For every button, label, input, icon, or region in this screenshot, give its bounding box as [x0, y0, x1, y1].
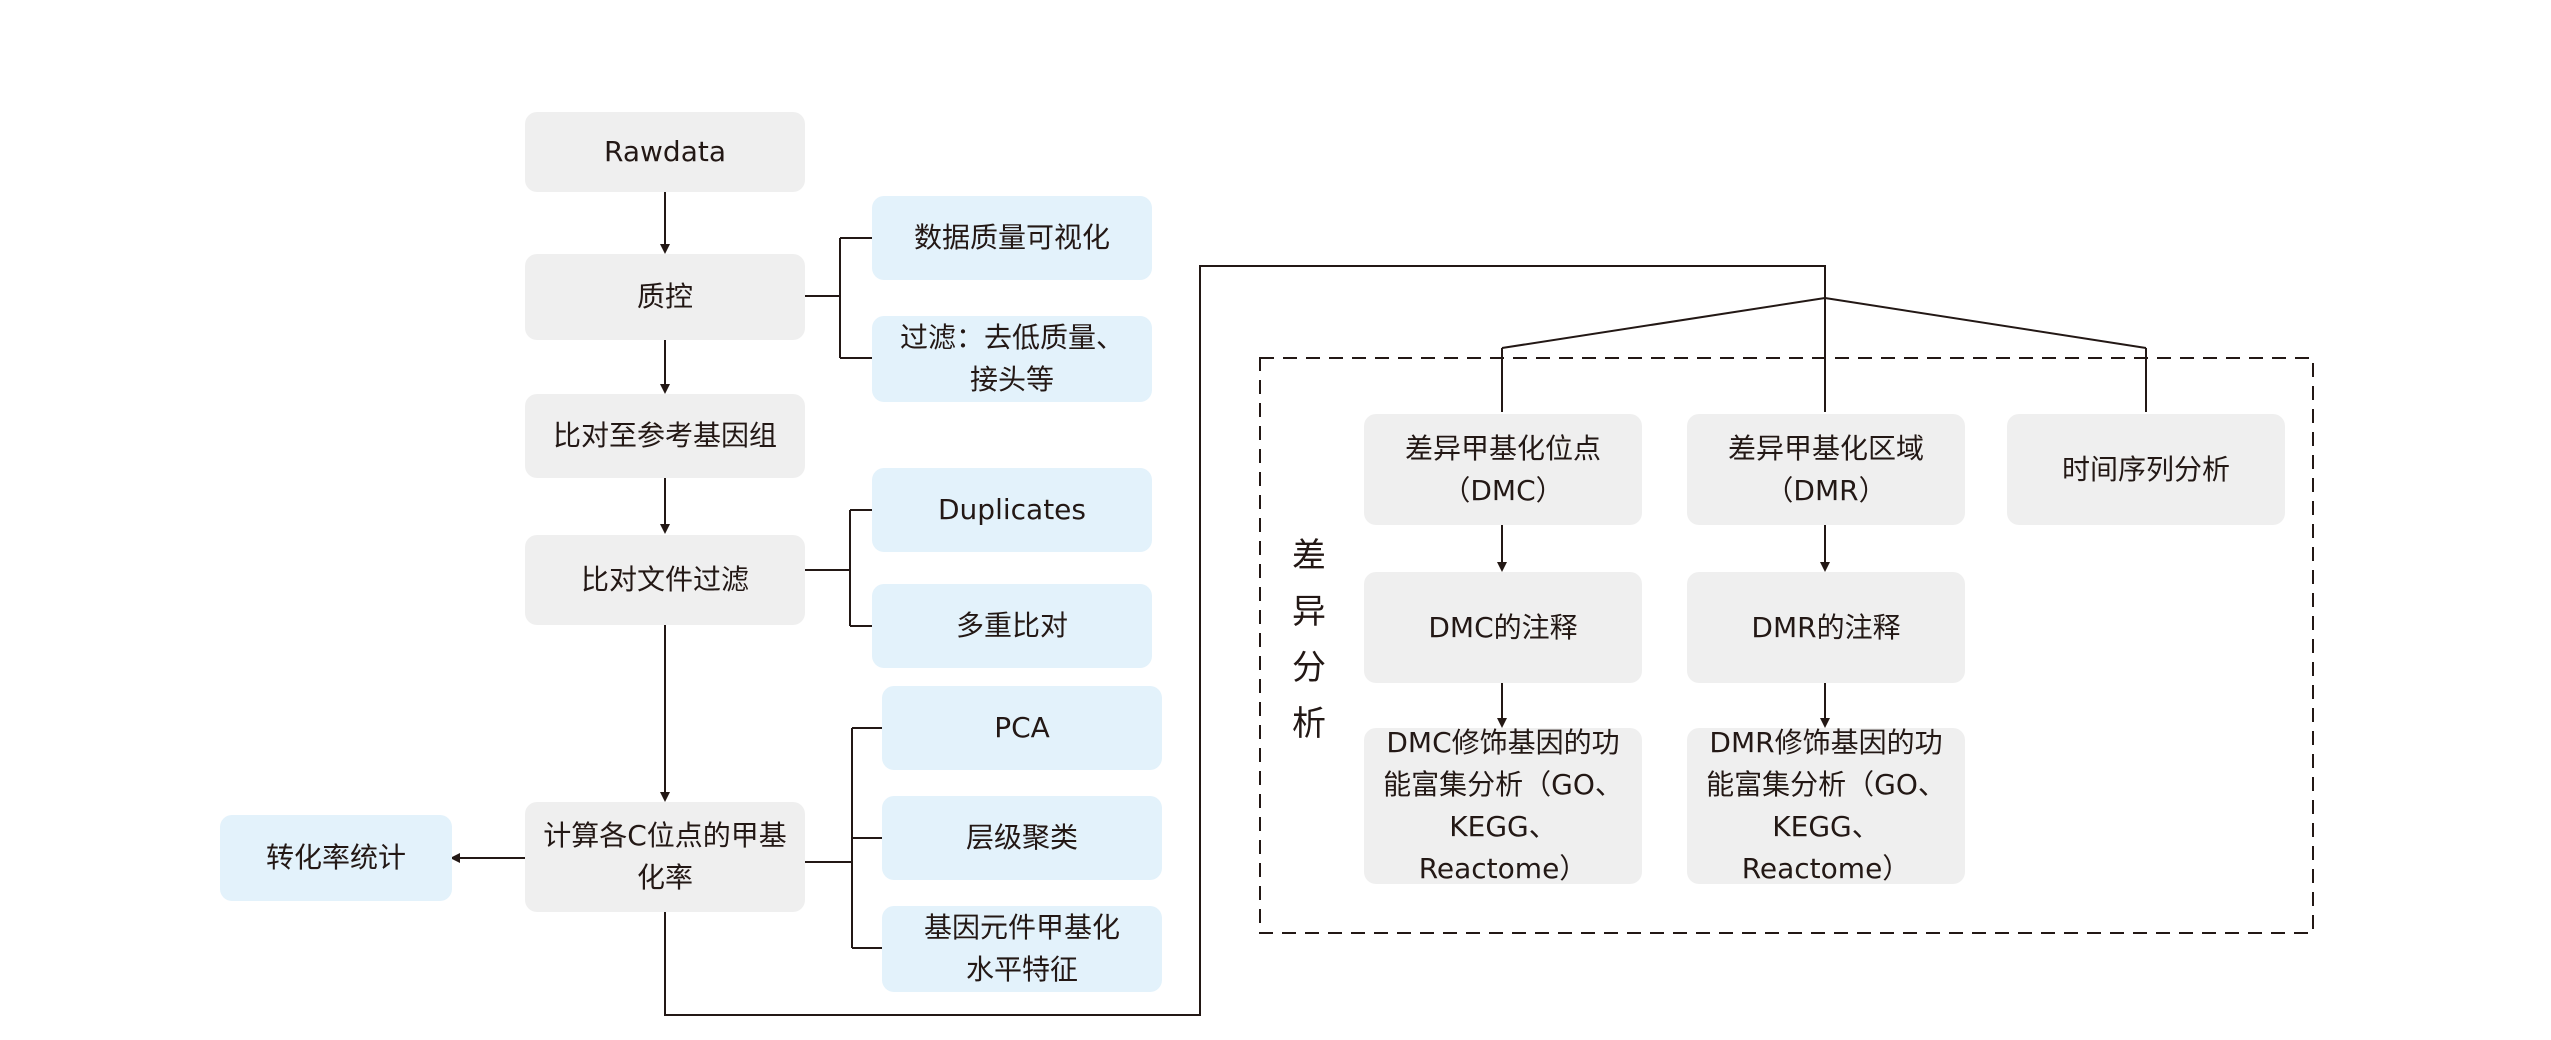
dmc-enrichment-box: DMC修饰基因的功 能富集分析（GO、 KEGG、Reactome）: [1364, 726, 1642, 885]
calc-branch-gene-element: 基因元件甲基化 水平特征: [882, 906, 1162, 992]
dmr-enrichment-box: DMR修饰基因的功 能富集分析（GO、 KEGG、Reactome）: [1687, 726, 1965, 885]
dmr-box: 差异甲基化区域 （DMR）: [1687, 414, 1965, 525]
bracket-filter: [805, 509, 872, 627]
align-box: 比对至参考基因组: [525, 394, 805, 478]
dmc-box: 差异甲基化位点 （DMC）: [1364, 414, 1642, 525]
qc-branch-filter: 过滤：去低质量、 接头等: [872, 316, 1152, 402]
qc-branch-visualization: 数据质量可视化: [872, 196, 1152, 280]
diff-analysis-frame: [1259, 357, 2314, 934]
dmr-annotation-box: DMR的注释: [1687, 572, 1965, 683]
qc-box: 质控: [525, 254, 805, 340]
conversion-rate-box: 转化率统计: [220, 815, 452, 901]
tree-branch-dmc: [1501, 297, 1826, 349]
bracket-qc: [805, 237, 872, 359]
calc-branch-pca: PCA: [882, 686, 1162, 770]
filter-branch-duplicates: Duplicates: [872, 468, 1152, 552]
filter-box: 比对文件过滤: [525, 535, 805, 625]
dmc-annotation-box: DMC的注释: [1364, 572, 1642, 683]
calc-branch-clustering: 层级聚类: [882, 796, 1162, 880]
calc-methylation-box: 计算各C位点的甲基 化率: [525, 802, 805, 912]
connector-to-diff-analysis: [664, 265, 1826, 1016]
tree-branch-time: [1824, 297, 2147, 349]
time-series-box: 时间序列分析: [2007, 414, 2285, 525]
diff-analysis-label: 差 异 分 析: [1292, 536, 1326, 744]
filter-branch-multimap: 多重比对: [872, 584, 1152, 668]
rawdata-box: Rawdata: [525, 112, 805, 192]
bracket-calc: [805, 727, 882, 949]
